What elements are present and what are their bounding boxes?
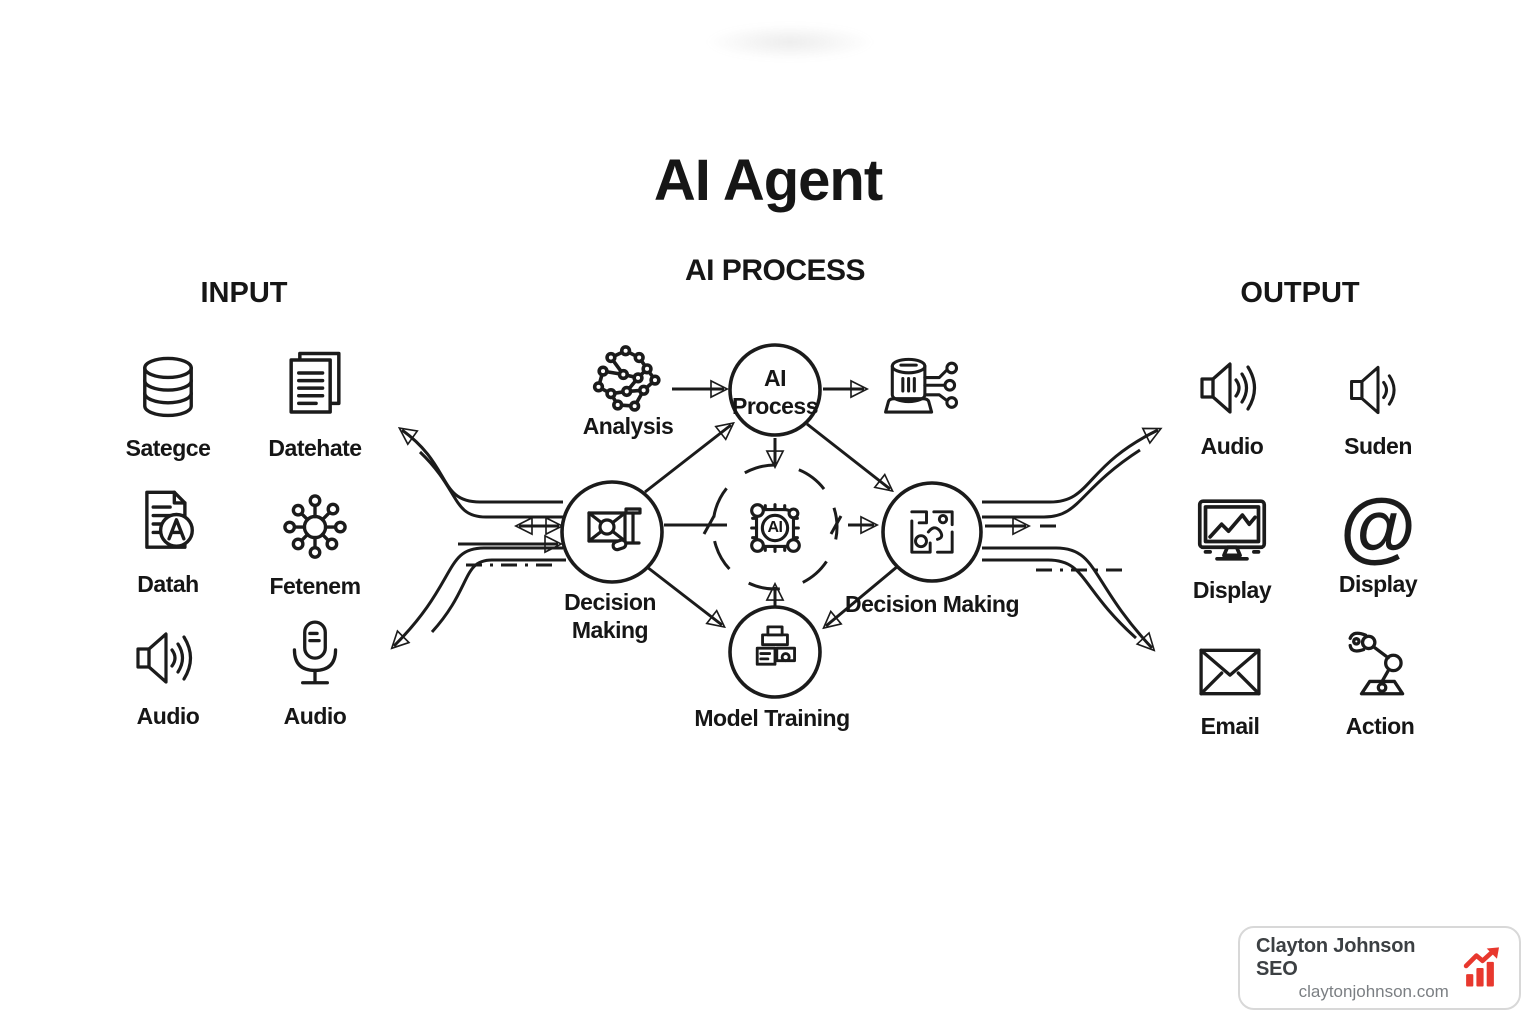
output-item: Display [1157,492,1307,604]
decision-left-label: Decision Making [564,589,656,644]
speaker-icon [136,632,193,684]
output-item-label: Action [1345,713,1415,739]
robot-arm-icon [1348,631,1405,696]
input-flow-lines [394,430,566,646]
speaker-icon [1200,362,1257,414]
input-item: Fetenem [240,488,390,600]
microphone-icon [292,620,338,685]
output-item: Audio [1157,352,1307,460]
document-a-icon [145,490,194,549]
section-header-input: INPUT [200,277,288,309]
output-item: Action [1305,626,1455,740]
decision-envelope-icon [577,495,649,572]
model-training-icon [743,618,807,687]
decision-right-node [881,481,983,583]
input-item-label: Sategce [125,435,211,461]
output-item: @ Display [1303,482,1453,598]
watermark-name: Clayton Johnson SEO [1256,934,1416,980]
model-training-label: Model Training [694,705,850,731]
output-item-label: Email [1200,713,1260,739]
database-icon [143,356,193,418]
output-item-label: Display [1338,571,1418,597]
input-item-label: Fetenem [269,573,361,599]
faint-smudge [705,24,875,60]
analysis-molecule-icon [588,344,670,419]
section-header-output: OUTPUT [1240,277,1360,309]
input-item: Datah [93,486,243,598]
ai-process-node [728,343,822,437]
output-item-label: Suden [1344,433,1412,459]
input-item-label: Datehate [268,435,362,461]
server-circuit-icon [876,352,968,435]
documents-icon [289,351,341,414]
speaker-small-icon [1350,365,1396,415]
growth-chart-icon [1463,947,1499,987]
ai-process-label: AI Process [731,365,819,420]
input-item: Sategce [93,350,243,462]
output-item: Email [1155,640,1305,740]
monitor-chart-icon [1197,499,1267,561]
envelope-icon [1199,648,1261,696]
output-item-label: Audio [1200,433,1264,459]
section-header-ai-process: AI PROCESS [684,254,866,287]
page-title: AI Agent [653,148,883,213]
circuit-maze-icon [899,499,965,570]
input-item: Audio [93,622,243,730]
output-flow-lines [982,430,1158,648]
dashed-orbit [711,463,839,591]
ai-core-icon [740,493,810,568]
input-item-label: Audio [136,703,200,729]
ai-core-label: AI [767,519,784,536]
analysis-label: Analysis [582,413,674,439]
input-item-label: Datah [137,571,199,597]
watermark-card: Clayton Johnson SEO claytonjohnson.com [1238,926,1521,1010]
network-hub-icon [283,494,347,559]
output-item-label: Display [1192,577,1272,603]
at-sign-icon: @ [1339,482,1417,570]
output-item: Suden [1303,356,1453,460]
input-item: Audio [240,614,390,730]
watermark-site: claytonjohnson.com [1298,981,1449,1001]
input-item: Datehate [240,346,390,462]
decision-left-node [560,480,664,584]
model-training-node [728,605,822,699]
decision-right-label: Decision Making [845,591,1019,617]
input-item-label: Audio [283,703,347,729]
